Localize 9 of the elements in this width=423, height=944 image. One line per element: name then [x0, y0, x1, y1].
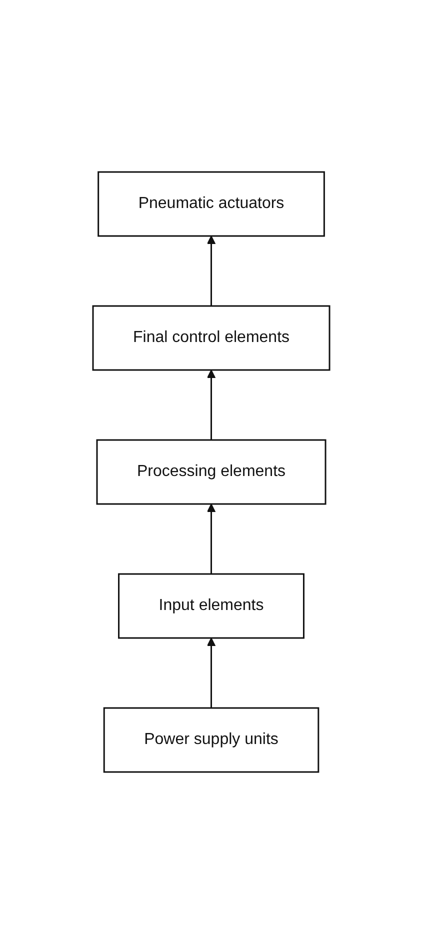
arrow [207, 504, 216, 574]
arrow [207, 638, 216, 708]
node-box: Pneumatic actuators [98, 171, 326, 237]
node-box: Final control elements [92, 305, 330, 371]
arrow [207, 370, 216, 440]
node-box: Input elements [118, 573, 305, 639]
node-box: Processing elements [96, 439, 326, 505]
node-box: Power supply units [104, 707, 320, 773]
arrow [207, 236, 216, 306]
